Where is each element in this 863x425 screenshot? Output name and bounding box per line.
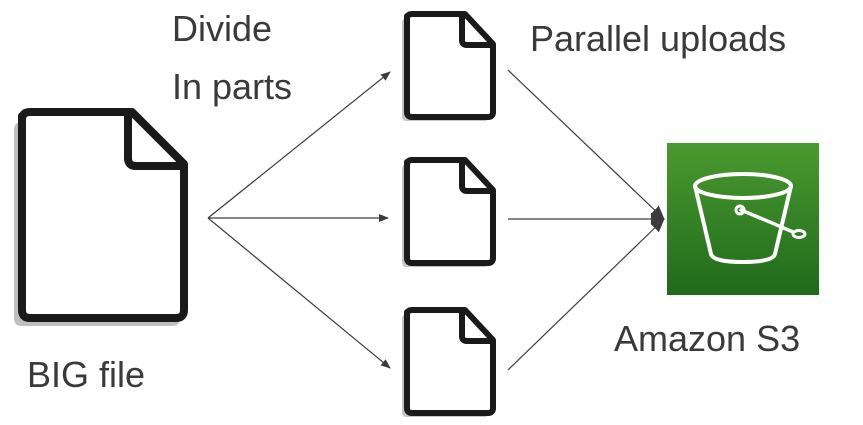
split-arrows bbox=[207, 71, 391, 369]
split-arrow-3 bbox=[207, 217, 391, 369]
part-document-icon-3 bbox=[402, 307, 496, 417]
split-arrow-1 bbox=[207, 71, 391, 219]
parallel-uploads-label: Parallel uploads bbox=[530, 18, 787, 59]
divide-label-line1: Divide bbox=[172, 8, 273, 49]
divide-label-line2: In parts bbox=[172, 66, 293, 107]
part-document-icon-1 bbox=[402, 11, 496, 121]
upload-arrow-3 bbox=[507, 218, 665, 371]
big-file-label: BIG file bbox=[27, 354, 146, 395]
upload-arrow-1 bbox=[507, 69, 665, 220]
s3-bucket-icon bbox=[667, 143, 819, 295]
amazon-s3-label: Amazon S3 bbox=[614, 318, 801, 359]
big-file-document-icon bbox=[14, 108, 188, 326]
upload-arrows bbox=[507, 69, 665, 371]
part-document-icon-2 bbox=[402, 157, 496, 267]
